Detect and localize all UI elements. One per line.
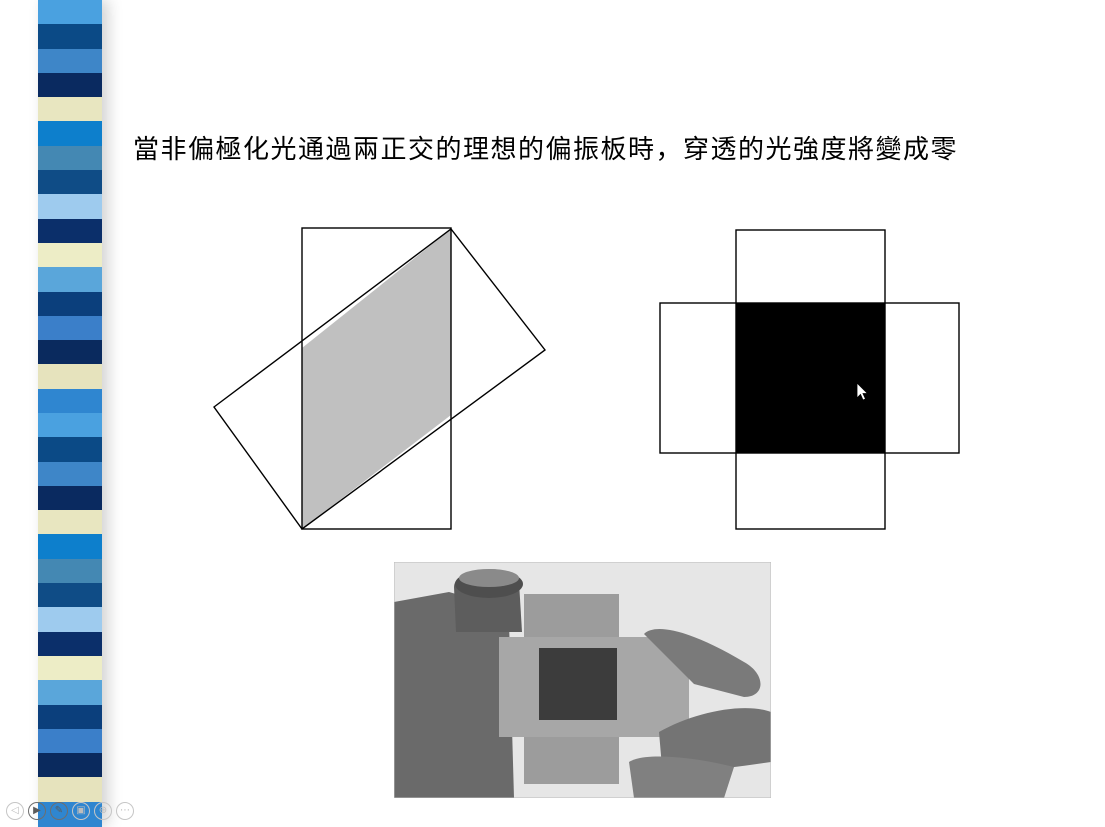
previous-icon[interactable]: ◁ [6,802,24,820]
overlap-region [302,229,451,529]
banner-stripe [38,753,102,779]
decorative-banner [38,0,102,827]
banner-stripe [38,631,102,657]
vertical-polarizer-plate [301,227,452,530]
banner-stripe [38,97,102,123]
pen-icon[interactable]: ✎ [50,802,68,820]
play-icon[interactable]: ▶ [28,802,46,820]
crossed-polarizers-photo [394,562,771,798]
banner-stripe [38,461,102,487]
crossed-polarizers-diagram [659,229,960,530]
slides-icon[interactable]: ▣ [72,802,90,820]
banner-stripe [38,291,102,317]
banner-stripe [38,121,102,147]
banner-stripe [38,0,102,26]
banner-stripe [38,534,102,560]
banner-stripe [38,510,102,536]
rotated-polarizer-plate [213,228,546,530]
banner-stripe [38,388,102,414]
banner-stripe [38,194,102,220]
banner-stripe [38,364,102,390]
banner-stripe [38,413,102,439]
banner-stripe [38,485,102,512]
slide-title: 當非偏極化光通過兩正交的理想的偏振板時，穿透的光強度將變成零 [133,135,959,165]
rotated-polarizers-diagram [213,227,546,530]
banner-stripe [38,48,102,74]
banner-stripe [38,777,102,803]
banner-stripe [38,145,102,172]
banner-stripe [38,315,102,342]
banner-stripe [38,801,102,827]
banner-stripe [38,655,102,682]
banner-stripe [38,558,102,585]
banner-stripe [38,267,102,293]
banner-stripe [38,437,102,463]
banner-stripe [38,170,102,196]
banner-stripe [38,680,102,706]
banner-stripe [38,72,102,99]
banner-stripe [38,242,102,269]
more-icon[interactable]: ⋯ [116,802,134,820]
banner-stripe [38,583,102,609]
banner-stripe [38,340,102,366]
slideshow-toolbar: ◁ ▶ ✎ ▣ ⊕ ⋯ [6,800,134,822]
banner-stripe [38,704,102,730]
banner-stripe [38,218,102,244]
dark-overlap-region [736,303,885,453]
zoom-icon[interactable]: ⊕ [94,802,112,820]
banner-stripe [38,607,102,633]
banner-stripe [38,24,102,50]
banner-stripe [38,728,102,755]
mouse-cursor-icon [856,382,869,401]
